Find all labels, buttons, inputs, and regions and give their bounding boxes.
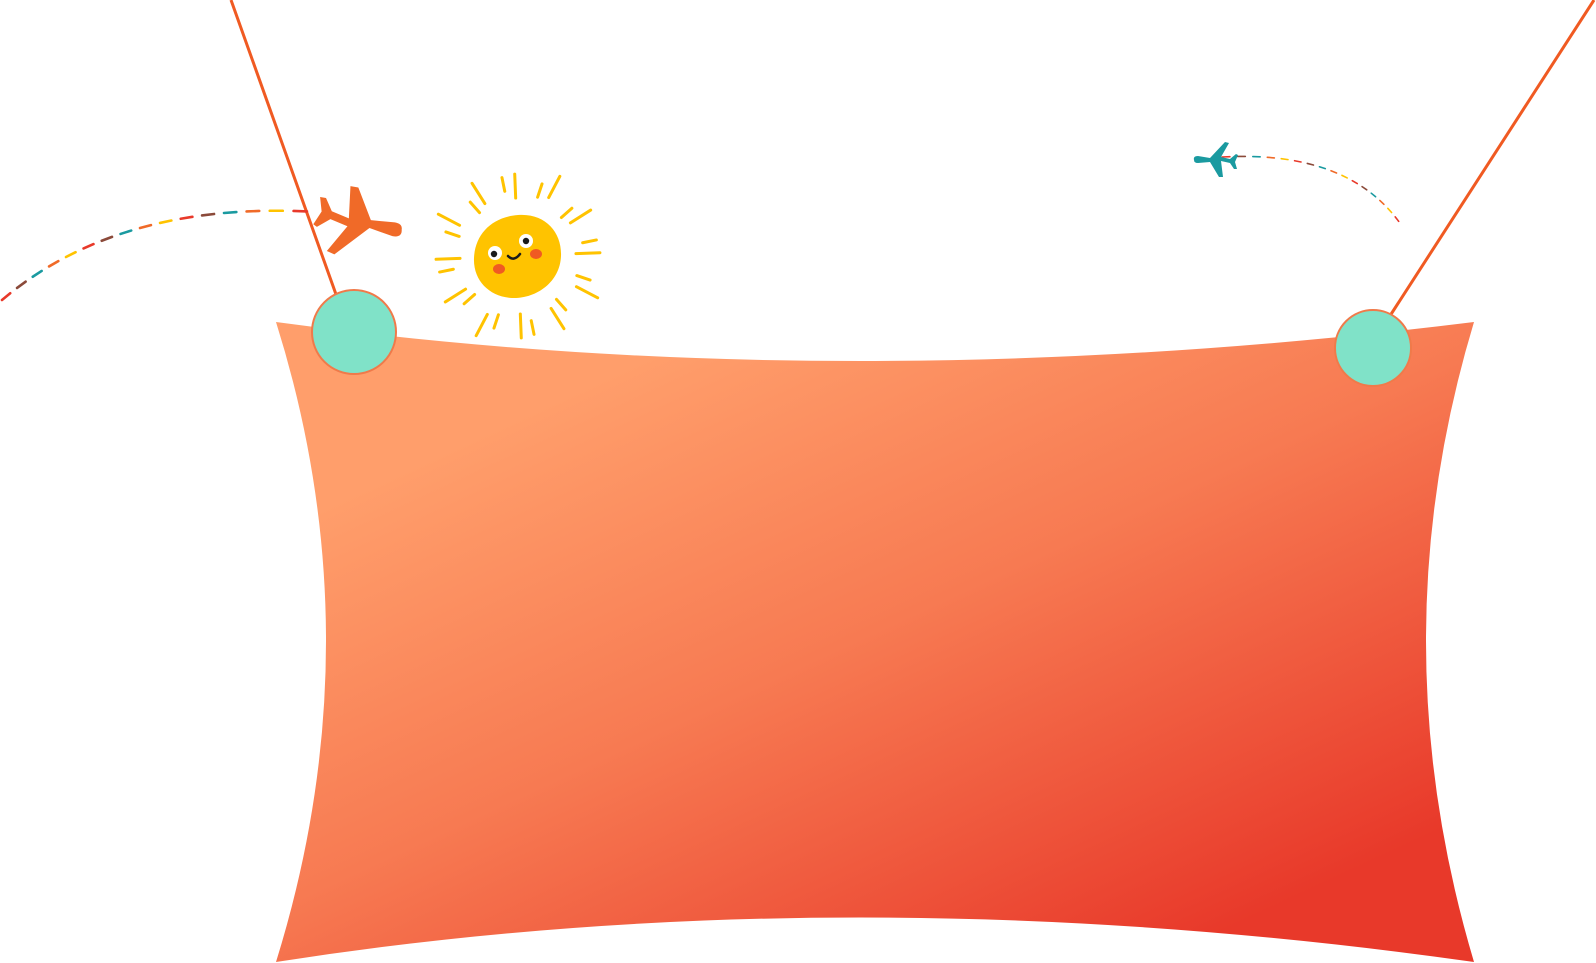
sun-ray (500, 176, 507, 193)
trail-dash (47, 259, 60, 268)
sun-ray (559, 206, 574, 220)
sun-ray (470, 181, 487, 206)
sun-ray (443, 287, 468, 304)
trail-dash (1379, 199, 1385, 206)
sun-ray (474, 312, 489, 338)
trail-dash (1280, 157, 1289, 161)
sun-ray (434, 256, 462, 261)
orange-airplane-icon (313, 186, 402, 255)
sun-ray (438, 267, 455, 274)
sun-ray (529, 319, 536, 336)
trail-dash (1351, 179, 1359, 185)
sun-ray (574, 285, 600, 300)
sun-left-pupil (490, 250, 498, 258)
teal-airplane-icon (1193, 142, 1238, 177)
trail-dash (119, 229, 133, 236)
trail-dash (1361, 185, 1368, 191)
sun-smile (506, 252, 522, 260)
sun-ray (492, 313, 500, 330)
right-hanging-string (1384, 0, 1596, 323)
sun-ray (581, 238, 598, 245)
sun-ray (554, 297, 568, 312)
trail-dash (158, 219, 173, 225)
sun-ray (444, 230, 461, 238)
sun-ray (462, 292, 477, 306)
sun-ray (547, 174, 562, 200)
trail-dash (1370, 192, 1377, 198)
left-pin-icon (311, 289, 397, 375)
sun-ray (574, 251, 602, 256)
sun-ray (513, 172, 518, 200)
trail-dash (64, 250, 77, 259)
sun-ray (536, 182, 544, 199)
trail-dash (31, 269, 43, 279)
trail-dash (1341, 174, 1349, 179)
trail-dash (200, 212, 216, 217)
trail-dash (15, 280, 27, 290)
trail-dash (179, 215, 194, 221)
trail-dash (0, 291, 12, 302)
sun-ray (568, 208, 593, 225)
sun-ray (575, 274, 592, 282)
sun-ray (468, 200, 482, 215)
sun-right-cheek (530, 249, 542, 259)
sun-right-pupil (522, 237, 530, 245)
trail-dash (1330, 169, 1338, 174)
trail-dash (1387, 207, 1393, 214)
sun-left-cheek (493, 264, 505, 274)
trail-dash (82, 242, 95, 250)
sun-ray (549, 306, 566, 331)
right-pin-icon (1334, 309, 1412, 387)
left-hanging-string (229, 0, 340, 301)
trail-dash (100, 235, 114, 243)
trail-dash (1266, 156, 1276, 159)
trail-dash (1318, 165, 1327, 170)
trail-dash (138, 223, 153, 230)
sun-ray (518, 312, 523, 340)
right-flight-trail (1221, 155, 1400, 223)
sun-ray (436, 212, 462, 227)
trail-dash (222, 210, 238, 215)
trail-dash (1394, 216, 1400, 223)
trail-dash (1293, 159, 1302, 163)
smiling-sun-icon (434, 172, 602, 340)
left-flight-trail (0, 209, 309, 302)
banner-panel (276, 322, 1474, 962)
trail-dash (1306, 162, 1315, 166)
sun-rays (434, 172, 602, 340)
